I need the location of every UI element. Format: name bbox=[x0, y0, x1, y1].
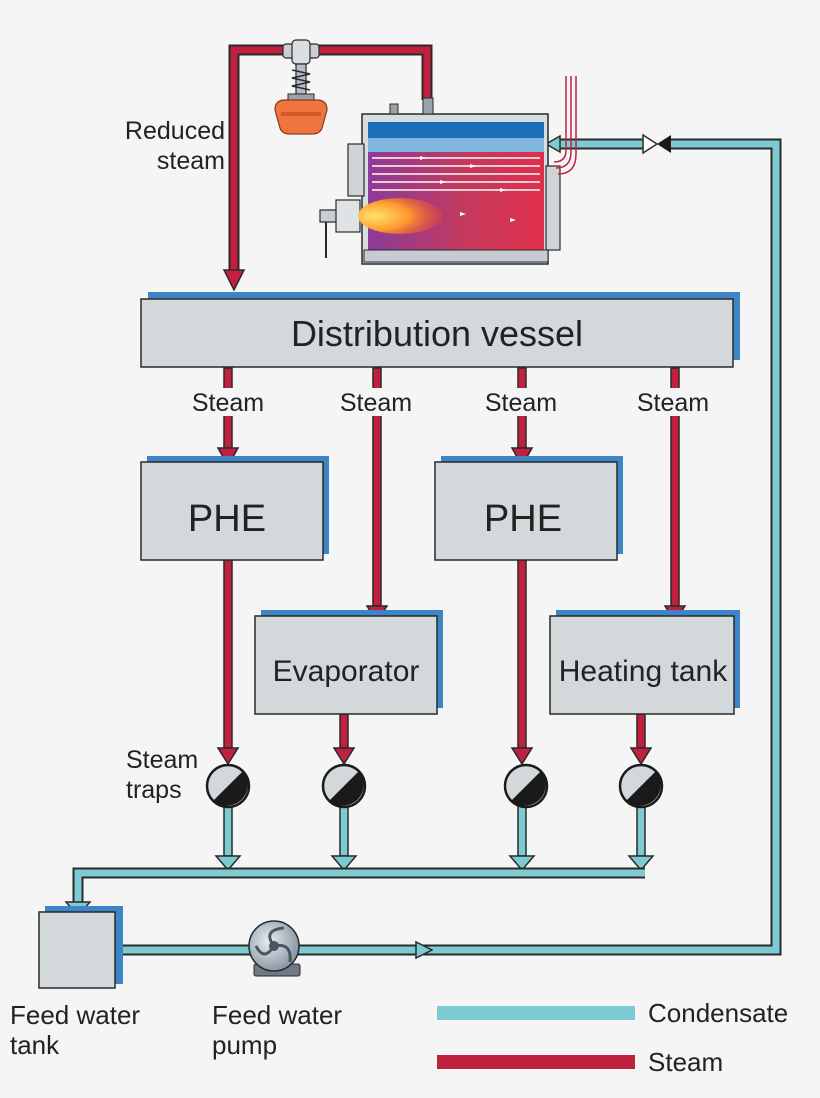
legend-steam-swatch bbox=[437, 1055, 635, 1069]
steam-trap-icon bbox=[503, 763, 549, 809]
phe-2: PHE bbox=[434, 456, 623, 561]
steam-label-4: Steam bbox=[637, 389, 709, 417]
steam-traps-label-line1: Steam bbox=[126, 746, 198, 774]
steam-traps bbox=[205, 763, 664, 809]
condensate-pipes bbox=[64, 133, 782, 960]
legend-condensate-swatch bbox=[437, 1006, 635, 1020]
check-valve-icon bbox=[642, 133, 671, 155]
phe-1-label: PHE bbox=[188, 498, 266, 540]
distribution-vessel: Distribution vessel bbox=[140, 292, 740, 368]
reduced-steam-label-line2: steam bbox=[157, 147, 225, 175]
reduced-steam-label-line1: Reduced bbox=[125, 117, 225, 145]
reduced-steam-pipe bbox=[230, 46, 431, 270]
phe-1: PHE bbox=[140, 456, 329, 561]
condensate-header-outline bbox=[72, 867, 645, 902]
arrow-down-icon bbox=[332, 747, 356, 766]
feed-water-tank-label-line2: tank bbox=[10, 1030, 60, 1060]
arrow-left-icon bbox=[544, 134, 561, 154]
condensate-header-pipe bbox=[74, 869, 645, 902]
steam-pipes bbox=[216, 44, 687, 766]
heating-tank-label: Heating tank bbox=[559, 655, 728, 688]
steam-trap-icon bbox=[205, 763, 251, 809]
arrow-down-icon bbox=[222, 269, 246, 292]
arrow-down-icon bbox=[508, 855, 536, 872]
arrow-down-icon bbox=[330, 855, 358, 872]
heating-tank: Heating tank bbox=[549, 610, 740, 715]
arrow-down-icon bbox=[629, 747, 653, 766]
steam-traps-label-line2: traps bbox=[126, 776, 182, 804]
feedwater-return-pipe bbox=[118, 140, 780, 954]
arrow-down-icon bbox=[627, 855, 655, 872]
feed-water-pump-label-line1: Feed water bbox=[212, 1000, 342, 1030]
evaporator: Evaporator bbox=[254, 610, 443, 715]
feed-water-pump-label-line2: pump bbox=[212, 1030, 277, 1060]
arrow-down-icon bbox=[510, 747, 534, 766]
evaporator-label: Evaporator bbox=[273, 655, 420, 688]
distribution-vessel-label: Distribution vessel bbox=[291, 313, 583, 354]
steam-trap-icon bbox=[618, 763, 664, 809]
steam-label-2: Steam bbox=[340, 389, 412, 417]
phe-2-label: PHE bbox=[484, 498, 562, 540]
feed-water-tank-label-line1: Feed water bbox=[10, 1000, 140, 1030]
arrow-right-icon bbox=[415, 940, 434, 960]
arrow-down-icon bbox=[214, 855, 242, 872]
arrow-down-icon bbox=[216, 747, 240, 766]
steam-label-3: Steam bbox=[485, 389, 557, 417]
pump-icon bbox=[248, 920, 301, 977]
steam-trap-icon bbox=[321, 763, 367, 809]
legend-steam-label: Steam bbox=[648, 1047, 723, 1077]
feed-water-tank bbox=[38, 906, 123, 989]
steam-branch-labels: Steam Steam Steam Steam bbox=[184, 388, 720, 417]
boiler-icon bbox=[319, 76, 577, 265]
flame-icon bbox=[358, 198, 442, 234]
trap-outlet-pipes bbox=[214, 805, 655, 872]
legend: Condensate Steam bbox=[437, 998, 788, 1077]
steam-label-1: Steam bbox=[192, 389, 264, 417]
legend-condensate-label: Condensate bbox=[648, 998, 788, 1028]
pressure-reducing-valve-icon bbox=[274, 39, 328, 135]
